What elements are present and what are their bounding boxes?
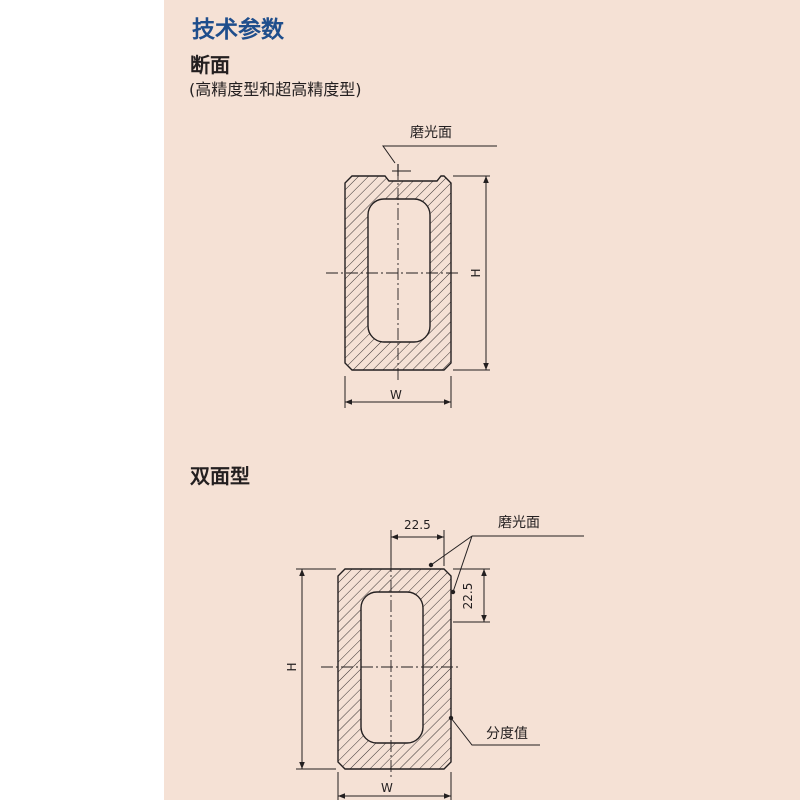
graduation-label: 分度值 bbox=[486, 726, 528, 742]
height-dimension-label: H bbox=[469, 268, 483, 277]
section-hollow bbox=[367, 198, 431, 343]
background-panel bbox=[164, 0, 800, 800]
polished-surface-label-2: 磨光面 bbox=[498, 515, 540, 531]
section-heading-double-sided: 双面型 bbox=[190, 464, 250, 488]
section-heading-cross-section: 断面 bbox=[190, 53, 230, 77]
polished-surface-label: 磨光面 bbox=[410, 125, 452, 141]
double-sided-drawing: 22.5 22.5 磨光面 分度值 H W bbox=[285, 515, 584, 800]
side-height-dimension: 22.5 bbox=[461, 583, 475, 610]
double-sided-hollow bbox=[360, 591, 424, 744]
section-note-precision-types: (高精度型和超高精度型) bbox=[189, 80, 362, 99]
top-width-dimension: 22.5 bbox=[404, 518, 431, 532]
cross-section-drawing: 磨光面 W H bbox=[326, 125, 497, 408]
page-title: 技术参数 bbox=[192, 17, 284, 43]
width-dimension-label-2: W bbox=[381, 781, 393, 795]
width-dimension-label: W bbox=[390, 388, 402, 402]
height-dimension-label-2: H bbox=[285, 662, 299, 671]
